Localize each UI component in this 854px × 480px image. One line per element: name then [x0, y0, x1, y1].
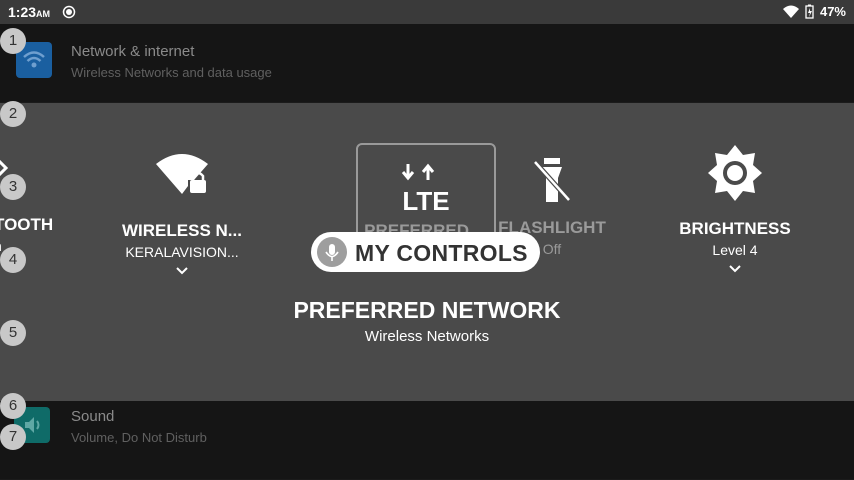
wifi-icon — [782, 5, 799, 18]
settings-item-title: Sound — [71, 408, 115, 425]
brightness-icon — [708, 145, 762, 201]
tile-subtitle: Level 4 — [712, 242, 758, 258]
settings-item-subtitle: Volume, Do Not Disturb — [71, 430, 207, 445]
battery-icon — [805, 4, 814, 19]
flashlight-off-icon — [533, 158, 571, 202]
my-controls-pill[interactable]: MY CONTROLS — [311, 232, 540, 272]
tile-bluetooth[interactable]: TOOTH n — [0, 148, 54, 254]
tile-subtitle: Off — [542, 241, 562, 257]
my-controls-label: MY CONTROLS — [355, 240, 528, 266]
settings-item-network[interactable]: Network & internet Wireless Networks and… — [0, 24, 854, 102]
number-badge[interactable]: 3 — [0, 174, 26, 200]
wifi-icon — [16, 42, 52, 78]
settings-item-sound[interactable]: Sound Volume, Do Not Disturb — [0, 401, 854, 479]
number-badge[interactable]: 1 — [0, 28, 26, 54]
tile-title: WIRELESS N... — [122, 221, 242, 240]
number-badge[interactable]: 6 — [0, 393, 26, 419]
sync-icon — [62, 5, 76, 19]
chevron-down-icon[interactable] — [175, 266, 189, 276]
chevron-down-icon[interactable] — [728, 264, 742, 274]
settings-item-subtitle: Wireless Networks and data usage — [71, 65, 272, 80]
bluetooth-icon — [0, 159, 9, 177]
svg-text:LTE: LTE — [402, 186, 449, 212]
mic-icon — [317, 237, 347, 267]
battery-percent: 47% — [819, 4, 846, 19]
tile-brightness[interactable]: BRIGHTNESS Level 4 — [665, 143, 805, 279]
status-right: 47% — [782, 4, 846, 19]
number-badge[interactable]: 4 — [0, 247, 26, 273]
lte-icon: LTE — [401, 163, 450, 216]
tile-title: BRIGHTNESS — [679, 219, 791, 238]
tile-wireless-network[interactable]: WIRELESS N... KERALAVISION... — [112, 150, 252, 281]
number-badge[interactable]: 2 — [0, 101, 26, 127]
status-time: 1:23AM — [8, 4, 51, 20]
tile-title: TOOTH — [0, 215, 54, 234]
settings-item-title: Network & internet — [71, 43, 195, 60]
number-badge[interactable]: 7 — [0, 424, 26, 450]
focused-item-title: PREFERRED NETWORK — [293, 297, 561, 323]
status-bar: 1:23AM 47% — [0, 0, 854, 24]
number-badge[interactable]: 5 — [0, 320, 26, 346]
focused-item-subtitle: Wireless Networks — [364, 328, 490, 345]
wifi-lock-icon — [156, 154, 208, 194]
tile-subtitle: KERALAVISION... — [125, 244, 239, 260]
tile-subtitle: n — [0, 238, 54, 254]
